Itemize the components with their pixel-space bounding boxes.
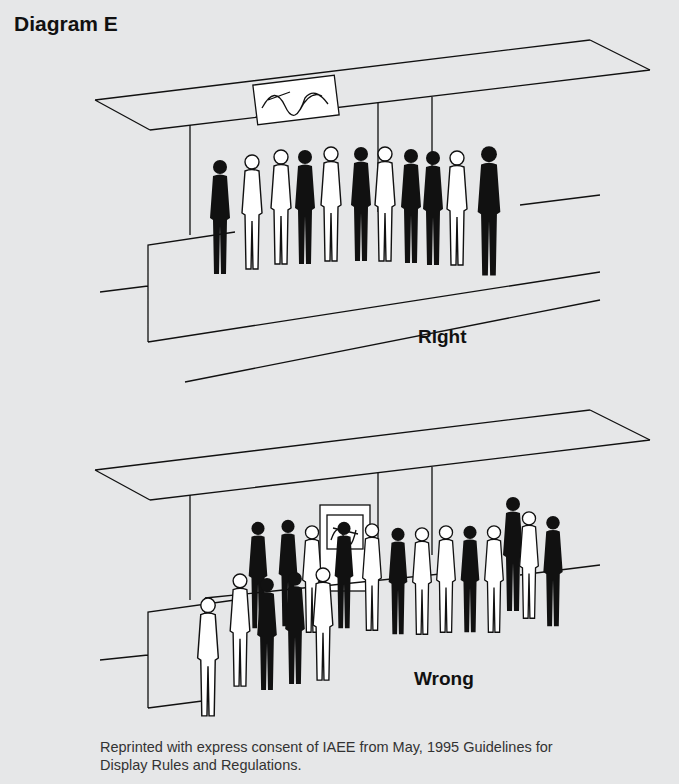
visitor [285,572,305,684]
booth-right [95,40,650,382]
header-band [95,410,650,500]
visitor-crowd-wrong [198,497,563,716]
visitor [321,147,341,261]
visitor [485,526,504,632]
picture-scribble [262,92,328,115]
diagram-title: Diagram E [14,12,118,36]
visitor [295,150,315,264]
visitor [423,151,443,265]
visitor-crowd-right [210,146,500,275]
visitor [242,155,262,269]
booth-wrong [95,410,650,708]
visitor [413,528,432,634]
visitor [351,147,371,261]
visitor [375,147,395,261]
visitor [271,150,291,264]
visitor [447,151,467,265]
visitor [520,512,539,618]
visitor [230,574,250,686]
visitor [313,568,333,680]
visitor [461,526,480,632]
scene-label: Wrong [414,668,474,690]
figure-caption: Reprinted with express consent of IAEE f… [100,738,590,774]
visitor [363,524,382,630]
visitor [198,598,219,716]
display-picture [253,75,339,125]
visitor [257,578,277,690]
visitor [543,516,562,626]
header-band [95,40,650,130]
visitor [335,522,354,628]
scene-label: Right [418,326,467,348]
booth-wall [100,195,600,382]
visitor [437,526,456,632]
visitor [478,146,501,275]
visitor [389,528,408,634]
visitor [401,149,421,263]
visitor [210,160,230,274]
